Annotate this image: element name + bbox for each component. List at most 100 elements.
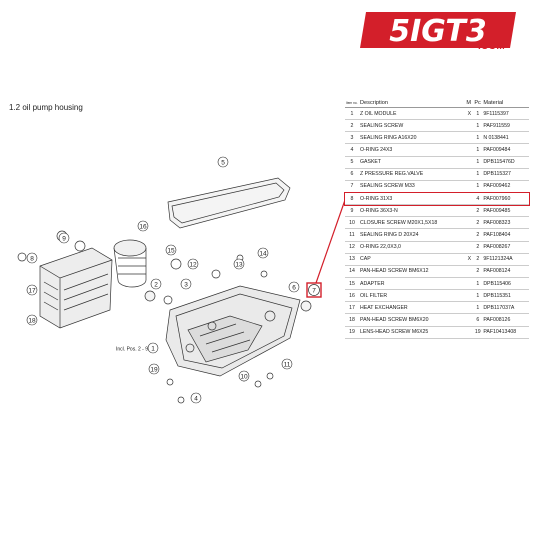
row-mark: X (465, 107, 474, 121)
row-material: PAF008126 (482, 313, 529, 327)
callout-11-label: 11 (284, 362, 291, 369)
callout-12-label: 12 (189, 262, 197, 269)
row-qty: 4 (473, 192, 483, 206)
row-material: PAF008267 (482, 241, 529, 254)
row-pos: 15 (345, 277, 359, 291)
row-qty: 2 (473, 241, 483, 254)
row-pos: 3 (345, 131, 359, 145)
row-material: 9F1121324A (482, 253, 529, 266)
row-qty: 2 (473, 253, 483, 266)
row-pos: 10 (345, 216, 359, 230)
incl-note: Incl. Pos. 2 - 9 (116, 347, 148, 353)
row-pos: 4 (345, 143, 359, 157)
row-qty: 1 (473, 277, 483, 291)
row-material: PAF10413408 (482, 326, 529, 339)
row-qty: 1 (473, 168, 483, 181)
section-title: 1.2 oil pump housing (9, 103, 83, 112)
row-qty: 19 (473, 326, 483, 339)
row-material: N 0138441 (482, 131, 529, 145)
row-mark (465, 216, 474, 230)
callout-4: 4 (190, 392, 202, 404)
row-description: Z OIL MODULE (359, 107, 466, 121)
row-material: DPB115351 (482, 289, 529, 303)
callout-4-label: 4 (194, 396, 198, 403)
row-material: DPB117037A (482, 301, 529, 315)
callout-16-label: 16 (139, 224, 147, 231)
row-description: HEAT EXCHANGER (359, 301, 466, 315)
row-material: PAF009462 (482, 180, 529, 193)
row-mark (465, 326, 474, 339)
row-description: O-RING 22,0X3,0 (359, 241, 466, 254)
row-pos: 2 (345, 119, 359, 133)
row-material: PAF108404 (482, 228, 529, 242)
callout-6: 6 (288, 281, 300, 293)
row-mark (465, 156, 474, 169)
row-qty: 2 (473, 216, 483, 230)
callout-17: 17 (26, 284, 38, 296)
row-description: PAN-HEAD SCREW BM6X20 (359, 313, 466, 327)
row-description: Z PRESSURE REG.VALVE (359, 168, 466, 181)
exploded-diagram: 1 2 3 4 5 6 7 8 9 10 11 12 13 14 15 16 1… (17, 156, 345, 404)
row-mark (465, 192, 474, 206)
row-material: PAF009485 (482, 204, 529, 218)
row-mark (465, 277, 474, 291)
row-description: SEALING RING D 20X24 (359, 228, 466, 242)
row-description: CAP (359, 253, 466, 266)
header-description: Description (359, 99, 466, 108)
row-pos: 5 (345, 156, 359, 169)
callout-6-label: 6 (292, 285, 296, 292)
row-qty: 1 (473, 131, 483, 145)
callout-3: 3 (180, 278, 192, 290)
row-mark (465, 143, 474, 157)
callout-5-label: 5 (221, 160, 225, 167)
row-pos: 12 (345, 241, 359, 254)
row-description: ADAPTER (359, 277, 466, 291)
callout-10-label: 10 (240, 374, 248, 381)
callout-11: 11 (281, 358, 293, 370)
row-description: OIL FILTER (359, 289, 466, 303)
row-pos: 6 (345, 168, 359, 181)
row-mark (465, 168, 474, 181)
row-qty: 1 (473, 143, 483, 157)
row-pos: 7 (345, 180, 359, 193)
callout-10: 10 (238, 370, 250, 382)
sigt3-logo: 5IGT3 (360, 12, 516, 49)
parts-table-header: Item no. Description M Pc Material (345, 99, 529, 108)
row-description: GASKET (359, 156, 466, 169)
callout-9-label: 9 (62, 236, 66, 243)
row-description: O-RING 24X3 (359, 143, 466, 157)
callout-12: 12 (187, 258, 199, 270)
row-pos: 16 (345, 289, 359, 303)
row-description: O-RING 36X3-N (359, 204, 466, 218)
callout-8: 8 (26, 252, 38, 264)
row-pos: 13 (345, 253, 359, 266)
row-qty: 2 (473, 228, 483, 242)
callout-1: 1 (147, 342, 159, 354)
row-description: LENS-HEAD SCREW M6X25 (359, 326, 466, 339)
logo-text: 5IGT3 (389, 14, 486, 49)
row-description: CLOSURE SCREW M20X1,5X18 (359, 216, 466, 230)
callout-15-label: 15 (167, 248, 175, 255)
row-qty: 1 (473, 180, 483, 193)
row-mark (465, 119, 474, 133)
row-mark (465, 301, 474, 315)
callout-13: 13 (233, 258, 245, 270)
row-qty: 6 (473, 313, 483, 327)
row-pos: 14 (345, 265, 359, 278)
row-mark (465, 313, 474, 327)
row-material: 9F1115397 (482, 107, 529, 121)
row-material: PAF911559 (482, 119, 529, 133)
